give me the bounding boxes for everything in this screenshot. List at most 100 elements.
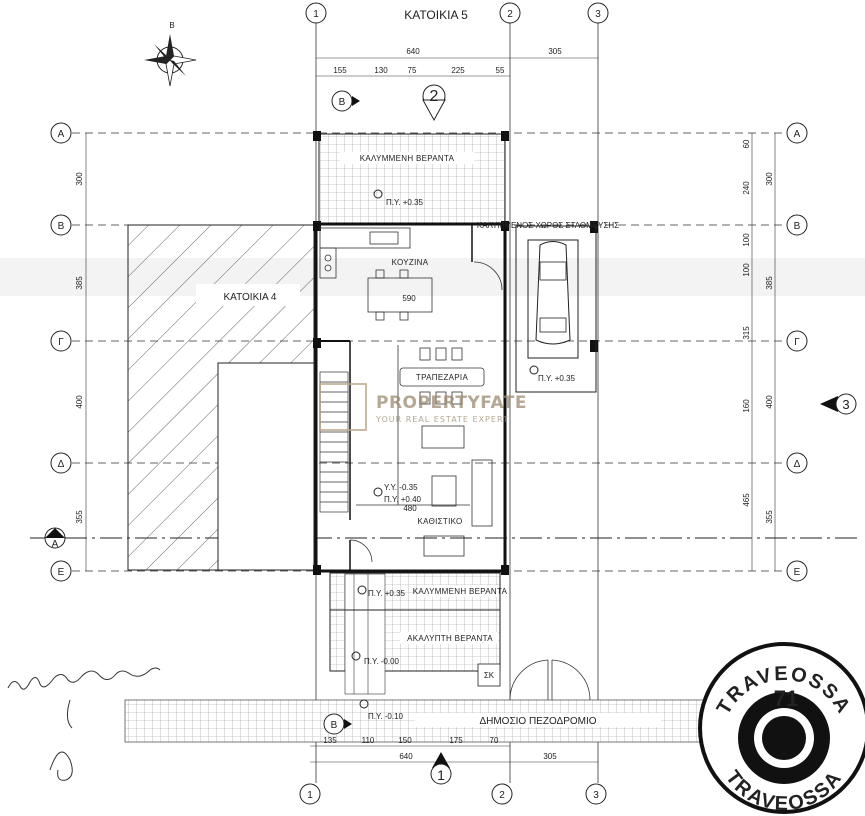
dim-left-1: 300 [75,172,84,186]
grid-col-top-1: 1 [305,2,327,24]
living-furniture [356,345,493,557]
sk-box [477,663,501,687]
dim-bottom-part-1: 135 [323,736,337,745]
traveossa-badge: TRAVEOSSA TRAVEOSSA 71 [698,642,865,815]
dim-bottom-right: 305 [543,752,557,761]
dim-top-right: 305 [548,47,562,56]
watermark-tagline: YOUR REAL ESTATE EXPERT [375,415,509,424]
neighbor-house: ΚΑΤΟΙΚΙΑ 4 [127,224,315,571]
dim-right-outer-2: 385 [765,276,774,290]
handwritten-signature [7,667,161,781]
dining-table [399,347,485,405]
svg-text:2: 2 [430,88,439,105]
dim-right-inner-5: 315 [742,326,751,340]
level-b-marker-top: Β [331,90,360,112]
svg-text:1: 1 [307,790,313,801]
section-marker-top: 2 [422,84,446,122]
dim-top-part-2: 130 [374,66,388,75]
grid-row-left-a: Α [50,122,72,144]
kitchen-width-dim: 590 [402,294,416,303]
dim-bottom-part-4: 175 [449,736,463,745]
section-marker-a: Α [44,527,66,550]
dim-right-inner-4: 100 [742,263,751,277]
svg-text:Π.Υ. -0.10: Π.Υ. -0.10 [368,712,404,721]
svg-text:3: 3 [842,397,849,412]
svg-text:3: 3 [595,9,601,20]
grid-row-left-e: Ε [50,560,72,582]
dim-bottom-part-2: 110 [362,736,375,745]
grid-row-right-b: Β [786,214,808,236]
dim-top-part-3: 75 [408,66,417,75]
grid-row-right-e: Ε [786,560,808,582]
dim-top-part-4: 225 [451,66,465,75]
dim-left-2: 385 [75,276,84,290]
svg-text:Β: Β [794,221,801,232]
dim-right-inner-3: 100 [742,233,751,247]
watermark-brand: PROPERTYFATE [376,393,527,413]
level-marker-veranda-bottom: Π.Υ. +0.35 [357,585,406,598]
grid-row-right-d: Δ [786,452,808,474]
svg-text:Δ: Δ [58,459,65,470]
svg-text:Α: Α [52,539,59,550]
neighbor-label: ΚΑΤΟΙΚΙΑ 4 [224,292,277,303]
dim-left-4: 355 [75,510,84,524]
room-dining: ΤΡΑΠΕΖΑΡΙΑ [416,373,469,382]
grid-col-bottom-2: 2 [491,783,513,805]
level-marker-open-veranda: Π.Υ. -0.00 [351,651,400,666]
svg-text:Α: Α [58,129,65,140]
level-living-yy: Υ.Υ. -0.35 [384,483,418,492]
grid-row-right-g: Γ [786,330,808,352]
svg-text:Π.Υ. +0.35: Π.Υ. +0.35 [368,589,406,598]
room-open-veranda: ΑΚΑΛΥΠΤΗ ΒΕΡΑΝΤΑ [407,634,493,643]
watermark: PROPERTYFATE YOUR REAL ESTATE EXPERT [319,383,527,431]
dim-top-part-1: 155 [333,66,347,75]
level-b-marker-bottom: Β [323,713,352,735]
grid-col-bottom-1: 1 [299,783,321,805]
svg-text:Ε: Ε [794,567,801,578]
pillars [313,131,598,575]
svg-text:3: 3 [593,790,599,801]
dim-right-outer-4: 355 [765,510,774,524]
level-marker-living [373,487,383,497]
grid-row-right-a: Α [786,122,808,144]
svg-text:Γ: Γ [58,337,64,348]
parking [515,225,597,393]
svg-text:Β: Β [58,221,65,232]
dim-right-inner-6: 160 [742,399,751,413]
svg-text:1: 1 [437,767,445,783]
dim-bottom-total: 640 [399,752,413,761]
room-sk: ΣΚ [484,671,495,680]
right-dimensions [751,133,776,571]
section-marker-bottom: 1 [430,752,452,785]
compass-icon: Β [144,21,197,87]
svg-text:Π.Υ. +0.35: Π.Υ. +0.35 [386,198,424,207]
room-kitchen: ΚΟΥΖΙΝΑ [392,258,429,267]
dim-left-3: 400 [75,395,84,409]
svg-text:Ε: Ε [58,567,65,578]
level-living-py: Π.Υ. +0.40 [384,495,422,504]
svg-text:Π.Υ. -0.00: Π.Υ. -0.00 [364,657,400,666]
grid-col-top-3: 3 [587,2,609,24]
living-width-dim: 480 [403,504,417,513]
svg-text:Π.Υ. +0.35: Π.Υ. +0.35 [538,374,576,383]
compass-letter: Β [169,21,174,30]
dim-right-inner-2: 240 [742,181,751,195]
top-dimensions [316,57,598,77]
svg-text:2: 2 [507,9,513,20]
svg-text:Β: Β [331,720,338,731]
room-covered-veranda-top: ΚΑΛΥΜΜΕΝΗ ΒΕΡΑΝΤΑ [360,154,455,163]
dim-right-inner-7: 465 [742,493,751,507]
grid-col-bottom-3: 3 [585,783,607,805]
svg-text:1: 1 [313,9,319,20]
bottom-dimensions [310,745,598,763]
svg-text:Γ: Γ [794,337,800,348]
room-sidewalk: ΔΗΜΟΣΙΟ ΠΕΖΟΔΡΟΜΙΟ [479,716,596,727]
svg-text:Α: Α [794,129,801,140]
kitchen-counter [319,227,503,321]
dim-top-part-5: 55 [496,66,505,75]
room-living: ΚΑΘΙΣΤΙΚΟ [417,517,462,526]
room-covered-veranda-bottom: ΚΑΛΥΜΜΕΝΗ ΒΕΡΑΝΤΑ [413,587,508,596]
svg-text:Δ: Δ [794,459,801,470]
top-veranda [318,133,506,225]
